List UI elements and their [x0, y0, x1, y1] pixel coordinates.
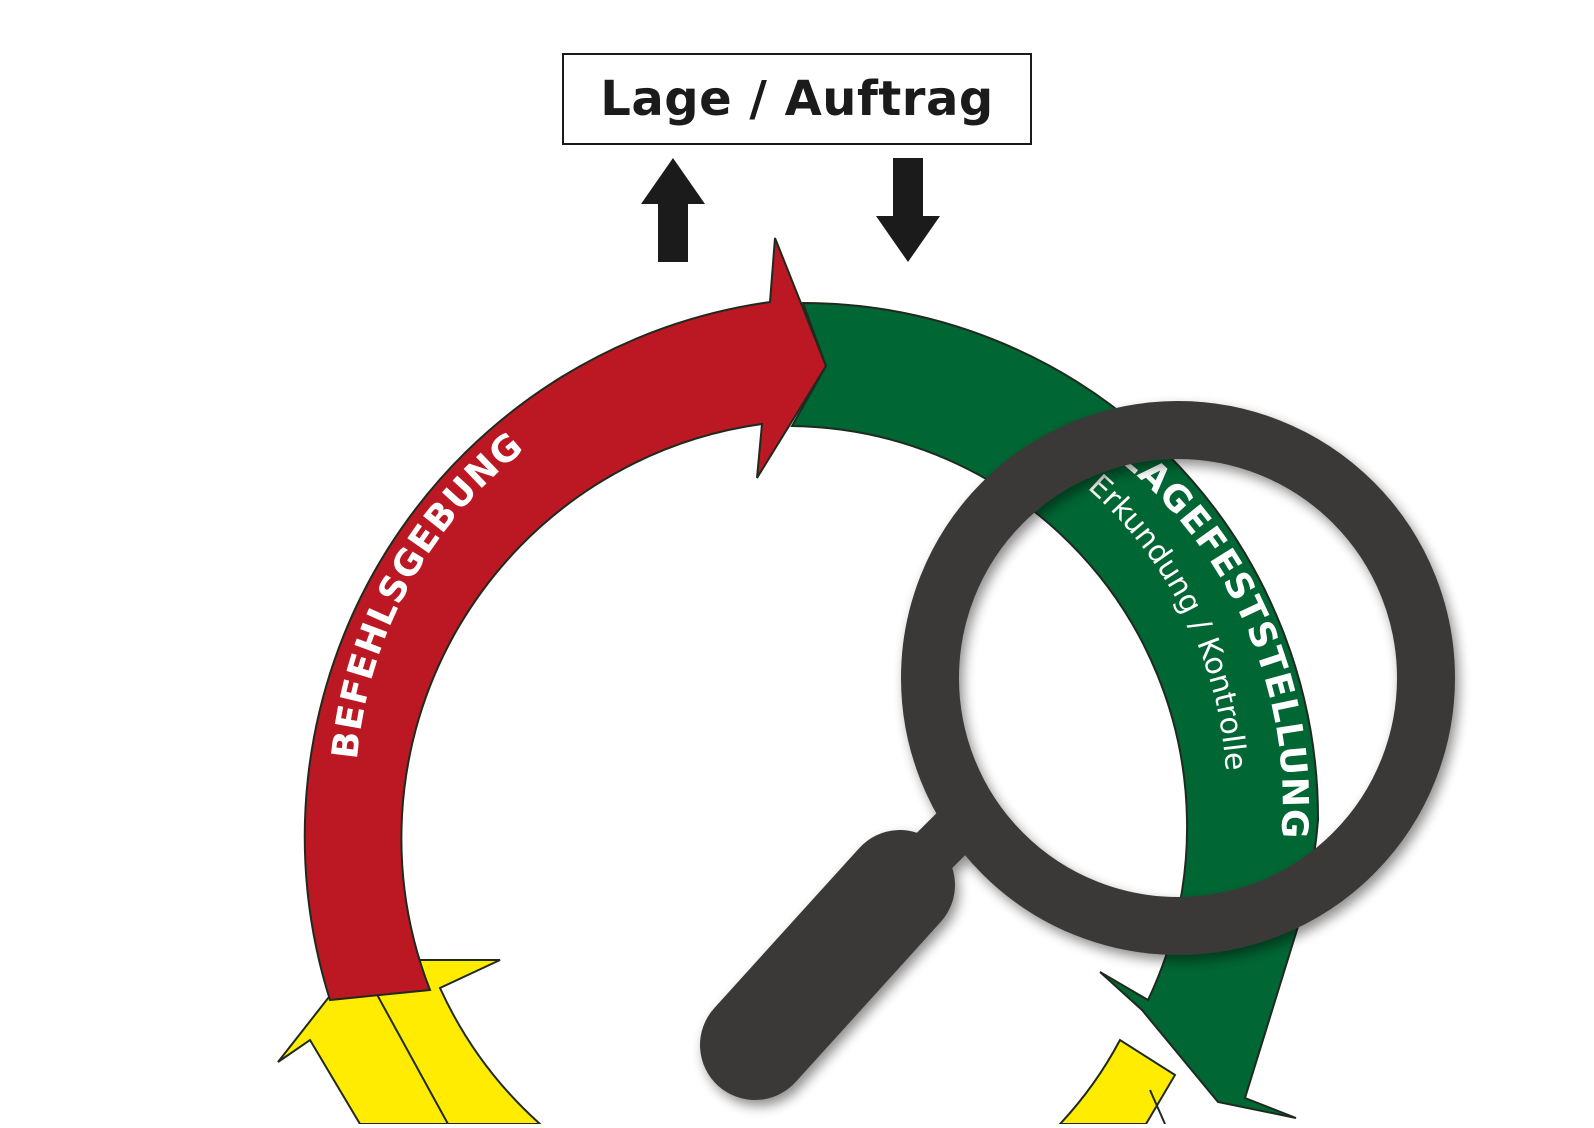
arrow-up-icon — [641, 158, 705, 262]
magnifying-glass-icon — [700, 401, 1455, 1100]
yellow-arc — [277, 959, 1177, 1125]
arrow-down-icon — [876, 158, 940, 262]
lage-auftrag-label: Lage / Auftrag — [600, 71, 994, 127]
lage-auftrag-box: Lage / Auftrag — [562, 53, 1032, 145]
red-arc — [303, 237, 828, 1002]
